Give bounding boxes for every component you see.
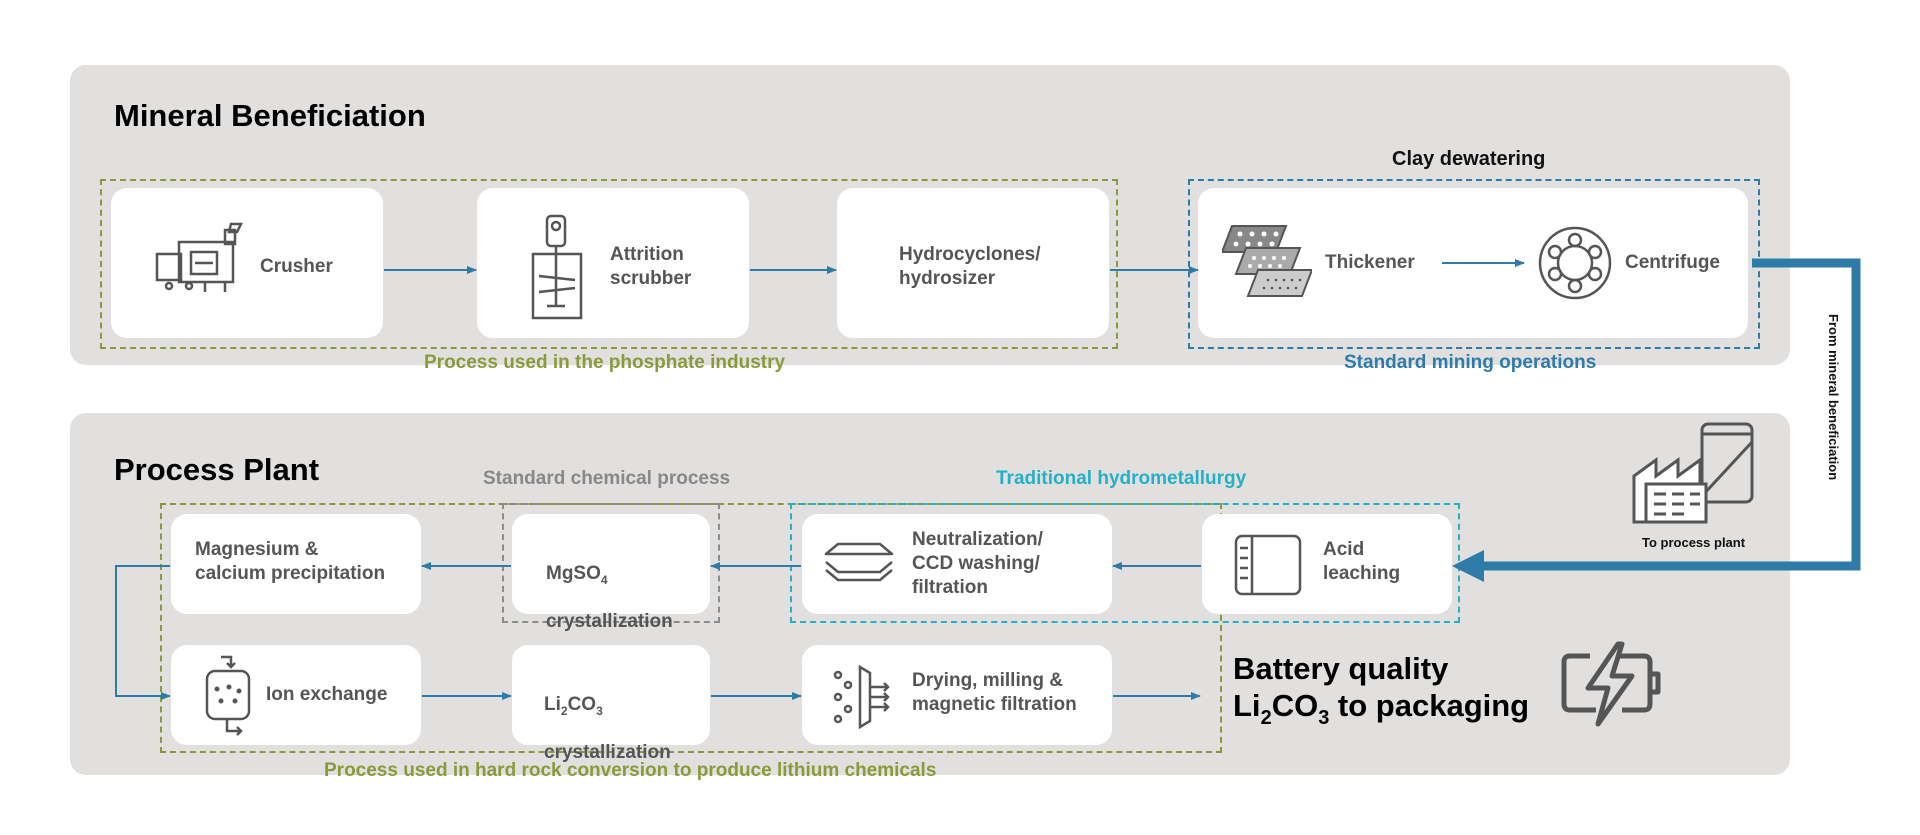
attrition-scrubber-label: Attrition scrubber: [610, 244, 692, 289]
li2co3-crystallization-card: Li2CO3 crystallization: [512, 645, 710, 763]
mgso4-crystallization-card: MgSO4 crystallization: [512, 514, 710, 632]
process-plant-title: Process Plant: [114, 452, 320, 487]
battery-charging-icon: [1561, 641, 1661, 727]
drying-milling-label: Drying, milling & magnetic filtration: [912, 670, 1077, 715]
std-chem-caption: Standard chemical process: [483, 468, 731, 489]
mg-ca-precipitation-label: Magnesium & calcium precipitation: [195, 539, 386, 584]
li2co3-sub3: 3: [596, 704, 603, 718]
mgso4-crystallization-label: MgSO4 crystallization: [546, 538, 673, 634]
battery-line1: Battery quality: [1233, 651, 1449, 686]
phosphate-group-border: [100, 179, 1118, 349]
mgso4-tail: crystallization: [546, 611, 673, 632]
layers-icon: [824, 542, 894, 582]
li2co3-co: CO: [567, 694, 597, 715]
clay-dewatering-title: Clay dewatering: [1392, 148, 1546, 170]
mining-caption: Standard mining operations: [1344, 352, 1597, 373]
centrifuge-icon: [1538, 226, 1612, 300]
crusher-card: Crusher: [111, 188, 383, 338]
battery-tail: to packaging: [1329, 688, 1530, 723]
li2co3-tail: crystallization: [544, 742, 671, 763]
thickener-label: Thickener: [1325, 252, 1415, 273]
big-connector-arrow: [1452, 258, 1861, 582]
factory-icon: [1632, 422, 1754, 524]
li2co3-sub2: 2: [560, 704, 568, 718]
battery-li: Li: [1233, 688, 1261, 723]
mgso4-subscript: 4: [600, 573, 608, 587]
clay-dewatering-card: Thickener Centrifuge: [1198, 188, 1748, 338]
filtration-icon: [833, 664, 890, 729]
to-process-plant-label: To process plant: [1642, 535, 1746, 550]
hydrocyclones-card: Hydrocyclones/ hydrosizer: [837, 188, 1109, 338]
centrifuge-label: Centrifuge: [1625, 252, 1720, 273]
mg-ca-precipitation-card: Magnesium & calcium precipitation: [171, 514, 421, 614]
hydrocyclones-label: Hydrocyclones/ hydrosizer: [899, 244, 1041, 289]
battery-sub2: 2: [1260, 707, 1272, 729]
acid-leaching-label: Acid leaching: [1323, 539, 1401, 584]
attrition-scrubber-icon: [531, 214, 583, 320]
hydromet-caption: Traditional hydrometallurgy: [996, 468, 1247, 489]
battery-sub3: 3: [1318, 707, 1330, 729]
hardrock-caption: Process used in hard rock conversion to …: [324, 760, 937, 781]
mineral-beneficiation-title: Mineral Beneficiation: [114, 98, 426, 133]
acid-leaching-card: Acid leaching: [1202, 514, 1452, 614]
ion-exchange-card: Ion exchange: [171, 645, 421, 745]
drying-milling-card: Drying, milling & magnetic filtration: [802, 645, 1112, 745]
phosphate-caption: Process used in the phosphate industry: [424, 352, 786, 373]
crusher-icon: [155, 222, 244, 292]
attrition-scrubber-card: Attrition scrubber: [477, 188, 749, 338]
mgso4-formula: MgSO: [546, 563, 601, 584]
neutralization-label: Neutralization/ CCD washing/ filtration: [912, 529, 1043, 598]
li2co3-crystallization-label: Li2CO3 crystallization: [544, 669, 671, 765]
arrow-mgca-ion: [115, 565, 171, 700]
battery-quality-text: Battery quality Li2CO3 to packaging: [1233, 650, 1530, 728]
acid-leaching-icon: [1234, 534, 1302, 596]
thickener-icon: [1222, 225, 1312, 297]
neutralization-card: Neutralization/ CCD washing/ filtration: [802, 514, 1112, 614]
li2co3-li: Li: [544, 694, 561, 715]
battery-co: CO: [1271, 688, 1319, 723]
ion-exchange-label: Ion exchange: [266, 684, 388, 705]
ion-exchange-icon: [205, 655, 251, 736]
crusher-label: Crusher: [260, 256, 333, 277]
